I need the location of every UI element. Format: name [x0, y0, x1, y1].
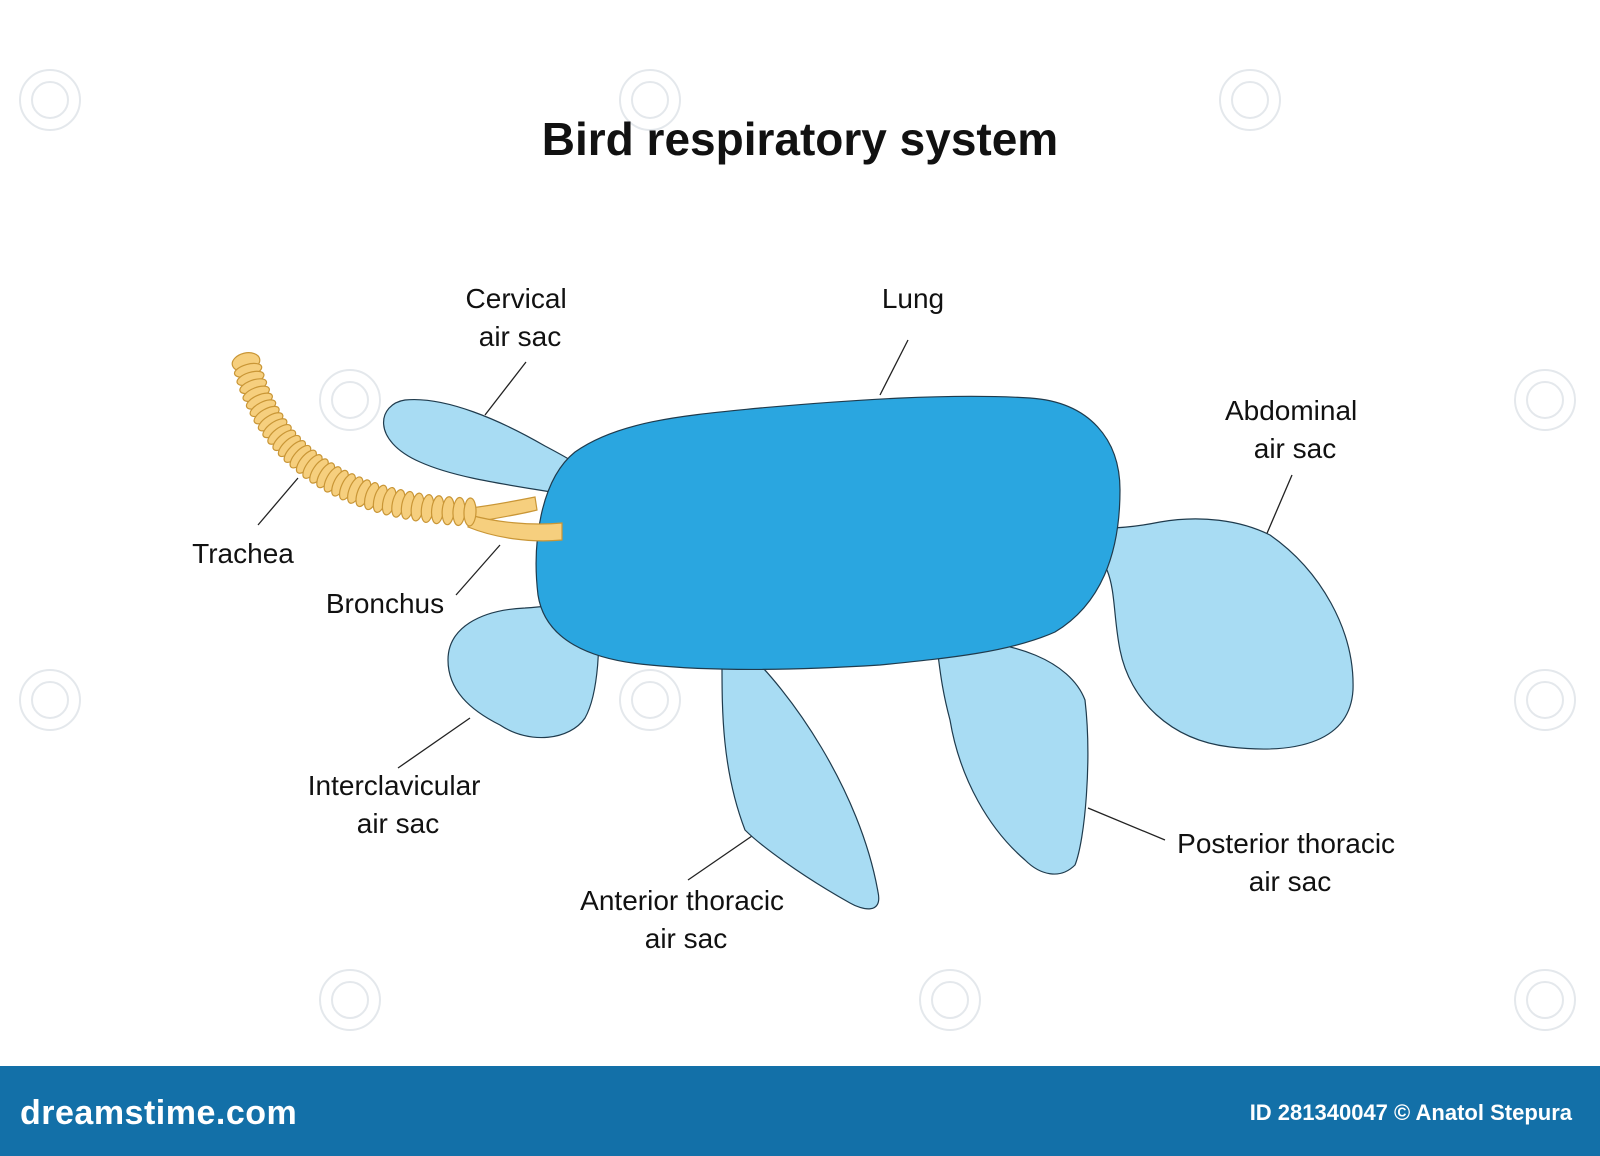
image-credit: ID 281340047 © Anatol Stepura: [1249, 1100, 1572, 1125]
leader-anterior-thoracic: [687, 835, 753, 881]
label-posterior-thoracic-air-sac: Posterior thoracic air sac: [1177, 828, 1403, 897]
label-interclavicular-air-sac: Interclavicular air sac: [308, 770, 489, 839]
bronchi: [467, 496, 563, 542]
leader-interclavicular: [397, 717, 471, 769]
label-anterior-thoracic-air-sac: Anterior thoracic air sac: [580, 885, 792, 954]
labels: Cervical air sac Lung Abdominal air sac …: [192, 283, 1403, 954]
lung: [535, 395, 1121, 671]
footer-bar: dreamstime.com ID 281340047 © Anatol Ste…: [0, 1066, 1600, 1156]
brand-logo: dreamstime.com: [20, 1094, 298, 1132]
label-cervical-air-sac: Cervical air sac: [466, 283, 575, 352]
label-lung: Lung: [882, 283, 944, 314]
abdominal-air-sac: [1069, 518, 1354, 750]
trachea-ring: [463, 497, 477, 527]
leader-posterior-thoracic: [1087, 807, 1166, 841]
leader-cervical: [484, 361, 527, 416]
label-bronchus: Bronchus: [326, 588, 444, 619]
label-trachea: Trachea: [192, 538, 294, 569]
leader-trachea: [257, 477, 299, 526]
watermark-pattern: [19, 69, 1576, 1031]
diagram-title: Bird respiratory system: [542, 113, 1058, 165]
cervical-air-sac: [383, 398, 585, 498]
bronchus-lower: [467, 514, 563, 542]
air-sacs: [383, 398, 1354, 910]
leader-bronchus: [455, 544, 501, 596]
leader-lung: [879, 339, 909, 396]
trachea: [231, 352, 477, 527]
label-abdominal-air-sac: Abdominal air sac: [1225, 395, 1365, 464]
